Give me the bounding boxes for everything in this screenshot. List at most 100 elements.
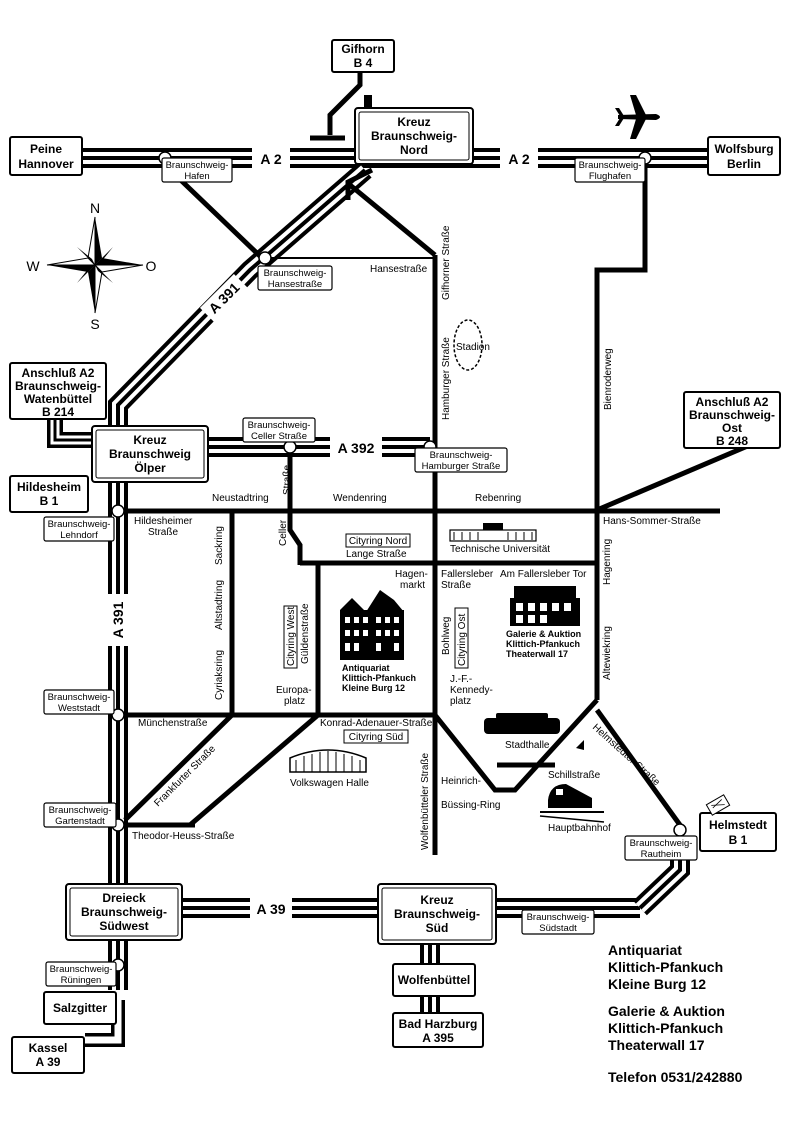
highway-label-a2-left: A 2 (252, 148, 290, 168)
svg-text:Straße: Straße (148, 527, 178, 538)
svg-text:A 2: A 2 (508, 151, 529, 167)
svg-text:Bienroderweg: Bienroderweg (603, 348, 614, 410)
destination-helmstedt: Helmstedt B 1 (699, 812, 777, 852)
svg-text:Fallersleber: Fallersleber (441, 569, 494, 580)
svg-text:W: W (26, 258, 40, 274)
svg-text:Ost: Ost (722, 421, 742, 435)
stadion-oval (453, 319, 483, 371)
svg-text:Süd: Süd (426, 921, 449, 935)
svg-text:A 39: A 39 (36, 1055, 61, 1069)
highway-label-a391-west: A 391 (108, 594, 128, 646)
cityring-sued-sign: Cityring Süd (343, 729, 409, 744)
svg-text:Neustadtring: Neustadtring (212, 493, 269, 504)
university-building-icon (449, 523, 537, 542)
svg-text:platz: platz (284, 696, 305, 707)
highway-label-a391-north: A 391 (199, 273, 249, 323)
direction-arrow-icon (576, 740, 584, 750)
svg-text:Büssing-Ring: Büssing-Ring (441, 800, 500, 811)
svg-text:Theaterwall 17: Theaterwall 17 (608, 1037, 705, 1053)
svg-text:Klittich-Pfankuch: Klittich-Pfankuch (608, 959, 723, 975)
interchange-kreuz-sued: Kreuz Braunschweig- Süd (377, 883, 497, 945)
svg-text:Antiquariat: Antiquariat (608, 942, 682, 958)
svg-text:Stadion: Stadion (456, 342, 490, 353)
svg-text:Hafen: Hafen (184, 171, 209, 182)
svg-text:Frankfurter Straße: Frankfurter Straße (152, 743, 218, 809)
svg-text:Hauptbahnhof: Hauptbahnhof (548, 823, 611, 834)
svg-text:Anschluß A2: Anschluß A2 (696, 395, 769, 409)
svg-text:Celler: Celler (278, 519, 289, 546)
svg-text:B 1: B 1 (40, 494, 59, 508)
svg-text:Kleine Burg 12: Kleine Burg 12 (342, 683, 405, 693)
kassel-link (85, 1000, 125, 1047)
svg-text:Rautheim: Rautheim (641, 849, 682, 860)
exit-weststadt: Braunschweig- Weststadt (43, 689, 115, 715)
exit-flughafen: Braunschweig- Flughafen (574, 157, 646, 183)
svg-text:Hamburger Straße: Hamburger Straße (441, 337, 452, 420)
svg-text:A 392: A 392 (338, 440, 375, 456)
svg-text:Bad Harzburg: Bad Harzburg (399, 1017, 478, 1031)
svg-text:Altstadtring: Altstadtring (214, 580, 225, 630)
destination-watenbuettel: Anschluß A2 Braunschweig- Watenbüttel B … (9, 362, 107, 420)
svg-text:Braunschweig-: Braunschweig- (48, 519, 111, 530)
svg-text:Braunschweig: Braunschweig (109, 447, 191, 461)
svg-text:Südwest: Südwest (99, 919, 148, 933)
svg-text:Cyriaksring: Cyriaksring (214, 650, 225, 700)
exit-rautheim: Braunschweig- Rautheim (624, 835, 698, 861)
svg-text:J.-F.-: J.-F.- (450, 674, 472, 685)
street-labels: Hansestraße Gifhorner Straße Hamburger S… (132, 225, 701, 850)
svg-text:Ölper: Ölper (134, 460, 166, 475)
svg-text:Wolfenbütteler Straße: Wolfenbütteler Straße (420, 752, 431, 850)
svg-text:Berlin: Berlin (727, 157, 761, 171)
destination-wolfenbuettel: Wolfenbüttel (392, 963, 476, 997)
destination-ost: Anschluß A2 Braunschweig- Ost B 248 (683, 391, 781, 449)
svg-text:Braunschweig-: Braunschweig- (630, 838, 693, 849)
svg-text:Technische Universität: Technische Universität (450, 544, 550, 555)
highway-label-a39: A 39 (250, 898, 292, 918)
svg-text:Peine: Peine (30, 142, 62, 156)
svg-text:Kreuz: Kreuz (420, 893, 453, 907)
svg-text:Braunschweig-: Braunschweig- (394, 907, 480, 921)
cityring-west-sign: Cityring West (283, 605, 298, 669)
svg-text:Helmstedter Straße: Helmstedter Straße (590, 722, 662, 788)
svg-text:Rebenring: Rebenring (475, 493, 521, 504)
svg-text:Dreieck: Dreieck (102, 891, 146, 905)
svg-text:Schillstraße: Schillstraße (548, 770, 601, 781)
svg-text:A 395: A 395 (422, 1031, 454, 1045)
svg-text:Heinrich-: Heinrich- (441, 776, 481, 787)
svg-text:Hansestraße: Hansestraße (268, 279, 322, 290)
watenbuettel-link (47, 418, 95, 448)
svg-text:B 214: B 214 (42, 405, 74, 419)
antiquariat-map-label: Antiquariat Klittich-Pfankuch Kleine Bur… (342, 663, 416, 693)
svg-text:Klittich-Pfankuch: Klittich-Pfankuch (506, 639, 580, 649)
exit-hafen: Braunschweig- Hafen (161, 157, 233, 183)
destination-salzgitter: Salzgitter (43, 991, 117, 1025)
svg-text:B 248: B 248 (716, 434, 748, 448)
train-icon (539, 784, 605, 823)
compass-star-icon (46, 216, 144, 314)
svg-text:Kreuz: Kreuz (133, 433, 166, 447)
svg-text:Weststadt: Weststadt (58, 703, 100, 714)
highway-label-a2-right: A 2 (500, 148, 538, 168)
svg-text:Wolfsburg: Wolfsburg (714, 142, 773, 156)
destination-hildesheim: Hildesheim B 1 (9, 475, 89, 513)
cityring-ost-sign: Cityring Ost (454, 607, 469, 669)
exit-hamburger: Braunschweig- Hamburger Straße (414, 447, 508, 473)
cityring-nord-sign: Cityring Nord (345, 533, 411, 548)
svg-text:markt: markt (400, 580, 425, 591)
svg-text:Klittich-Pfankuch: Klittich-Pfankuch (608, 1020, 723, 1036)
svg-text:N: N (90, 200, 100, 216)
antiquariat-building-icon (340, 590, 404, 660)
interchange-dreieck-suedwest: Dreieck Braunschweig- Südwest (65, 883, 183, 941)
svg-text:Bohlweg: Bohlweg (441, 617, 452, 655)
svg-text:Flughafen: Flughafen (589, 171, 631, 182)
svg-text:Anschluß A2: Anschluß A2 (22, 366, 95, 380)
svg-text:Braunschweig-: Braunschweig- (527, 912, 590, 923)
destination-bad-harzburg: Bad Harzburg A 395 (392, 1012, 484, 1048)
svg-text:Salzgitter: Salzgitter (53, 1001, 107, 1015)
galerie-building-icon (510, 586, 580, 626)
svg-text:Stadthalle: Stadthalle (505, 740, 550, 751)
svg-text:Cityring West: Cityring West (286, 607, 297, 666)
svg-text:Theodor-Heuss-Straße: Theodor-Heuss-Straße (132, 831, 235, 842)
destination-peine: Peine Hannover (9, 136, 83, 176)
